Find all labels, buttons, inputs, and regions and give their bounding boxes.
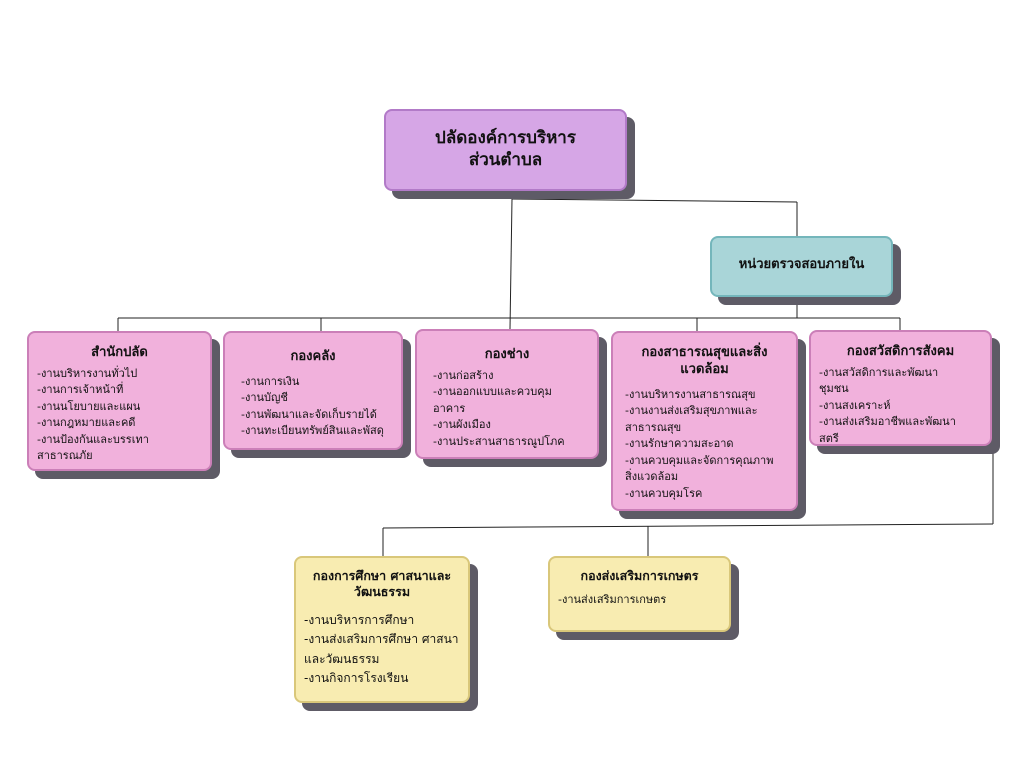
dept-box-engineering: กองช่าง -งานก่อสร้าง -งานออกแบบและควบคุม…	[415, 329, 599, 459]
dept-title: กองการศึกษา ศาสนาและ วัฒนธรรม	[304, 564, 460, 601]
connector-line	[382, 523, 994, 529]
dept-item: -งานบริหารงานสาธารณสุข	[625, 387, 756, 401]
connector-line	[509, 198, 513, 330]
dept-item: สิ่งแวดล้อม	[625, 470, 679, 484]
dept-item-list: -งานบริหารการศึกษา -งานส่งเสริมการศึกษา …	[304, 611, 460, 689]
dept-title: กองสาธารณสุขและสิ่ง แวดล้อม	[621, 339, 788, 379]
dept-title-line2: แวดล้อม	[680, 361, 729, 377]
dept-box-social-welfare: กองสวัสดิการสังคม -งานสวัสดิการและพัฒนา …	[809, 330, 992, 446]
dept-item: -งานส่งเสริมการเกษตร	[558, 593, 667, 607]
dept-box-public-health: กองสาธารณสุขและสิ่ง แวดล้อม -งานบริหารงา…	[611, 331, 798, 511]
dept-item: -งานกฎหมายและคดี	[37, 416, 136, 430]
dept-item-list: -งานบริหารงานทั่วไป -งานการเจ้าหน้าที่ -…	[37, 366, 202, 465]
dept-item: สาธารณสุข	[625, 420, 682, 434]
dept-item: -งานสวัสดิการและพัฒนา	[819, 365, 939, 379]
dept-item: -งานประสานสาธารณูปโภค	[433, 434, 565, 448]
dept-item: -งานการเงิน	[241, 374, 300, 388]
dept-title: สำนักปลัด	[91, 345, 148, 360]
top-title-line2: ส่วนตำบล	[468, 150, 543, 171]
dept-box-office: สำนักปลัด -งานบริหารงานทั่วไป -งานการเจ้…	[27, 331, 212, 471]
dept-item: -งานสงเคราะห์	[819, 398, 891, 412]
top-title-line1: ปลัดองค์การบริหาร	[435, 128, 576, 148]
dept-item: -งานงานส่งเสริมสุขภาพและ	[625, 404, 758, 418]
top-box-deputy: ปลัดองค์การบริหาร ส่วนตำบล	[384, 109, 627, 191]
dept-title: กองช่าง	[484, 347, 530, 362]
dept-item: -งานทะเบียนทรัพย์สินและพัสดุ	[241, 424, 384, 438]
dept-item: -งานส่งเสริมการศึกษา ศาสนา	[304, 632, 459, 646]
dept-item: -งานก่อสร้าง	[433, 368, 494, 382]
dept-item: -งานป้องกันและบรรเทา	[37, 432, 149, 446]
dept-box-agriculture: กองส่งเสริมการเกษตร -งานส่งเสริมการเกษตร	[548, 556, 731, 632]
dept-title-line1: กองการศึกษา ศาสนาและ	[312, 568, 452, 583]
dept-item: -งานนโยบายและแผน	[37, 399, 141, 413]
dept-title-line2: วัฒนธรรม	[353, 584, 411, 600]
dept-item: -งานผังเมือง	[433, 418, 491, 432]
dept-item-list: -งานสวัสดิการและพัฒนา ชุมชน -งานสงเคราะห…	[819, 365, 982, 448]
dept-item: -งานการเจ้าหน้าที่	[37, 383, 124, 397]
dept-title: กองสวัสดิการสังคม	[846, 344, 955, 359]
dept-item: -งานรักษาความสะอาด	[625, 437, 734, 451]
dept-item-list: -งานบริหารงานสาธารณสุข -งานงานส่งเสริมสุ…	[621, 387, 788, 503]
dept-item: สาธารณภัย	[37, 449, 93, 463]
dept-item-list: -งานการเงิน -งานบัญชี -งานพัฒนาและจัดเก็…	[233, 374, 393, 440]
dept-item: -งานควบคุมโรค	[625, 486, 703, 500]
audit-unit-box: หน่วยตรวจสอบภายใน	[710, 236, 893, 297]
dept-item-list: -งานส่งเสริมการเกษตร	[558, 592, 721, 609]
dept-item: -งานบริหารงานทั่วไป	[37, 366, 138, 380]
dept-item: ชุมชน	[819, 382, 849, 396]
audit-unit-title: หน่วยตรวจสอบภายใน	[738, 257, 865, 272]
dept-item: สตรี	[819, 431, 839, 445]
dept-title: กองส่งเสริมการเกษตร	[580, 568, 699, 583]
dept-title: กองคลัง	[290, 349, 336, 364]
dept-item: อาคาร	[433, 401, 466, 415]
dept-box-education: กองการศึกษา ศาสนาและ วัฒนธรรม -งานบริหาร…	[294, 556, 470, 703]
top-box-title: ปลัดองค์การบริหาร ส่วนตำบล	[394, 127, 617, 171]
dept-item: -งานส่งเสริมอาชีพและพัฒนา	[819, 415, 956, 429]
dept-item-list: -งานก่อสร้าง -งานออกแบบและควบคุม อาคาร -…	[425, 368, 589, 451]
dept-title-line1: กองสาธารณสุขและสิ่ง	[641, 345, 768, 360]
dept-item: -งานบริหารการศึกษา	[304, 612, 415, 627]
connector-line	[511, 198, 798, 203]
dept-item: -งานบัญชี	[241, 391, 288, 405]
dept-item: -งานออกแบบและควบคุม	[433, 385, 552, 399]
dept-item: -งานควบคุมและจัดการคุณภาพ	[625, 453, 774, 467]
dept-item: -งานพัฒนาและจัดเก็บรายได้	[241, 407, 377, 421]
dept-box-finance: กองคลัง -งานการเงิน -งานบัญชี -งานพัฒนาแ…	[223, 331, 403, 450]
dept-item: -งานกิจการโรงเรียน	[304, 671, 409, 685]
dept-item: และวัฒนธรรม	[304, 651, 380, 666]
